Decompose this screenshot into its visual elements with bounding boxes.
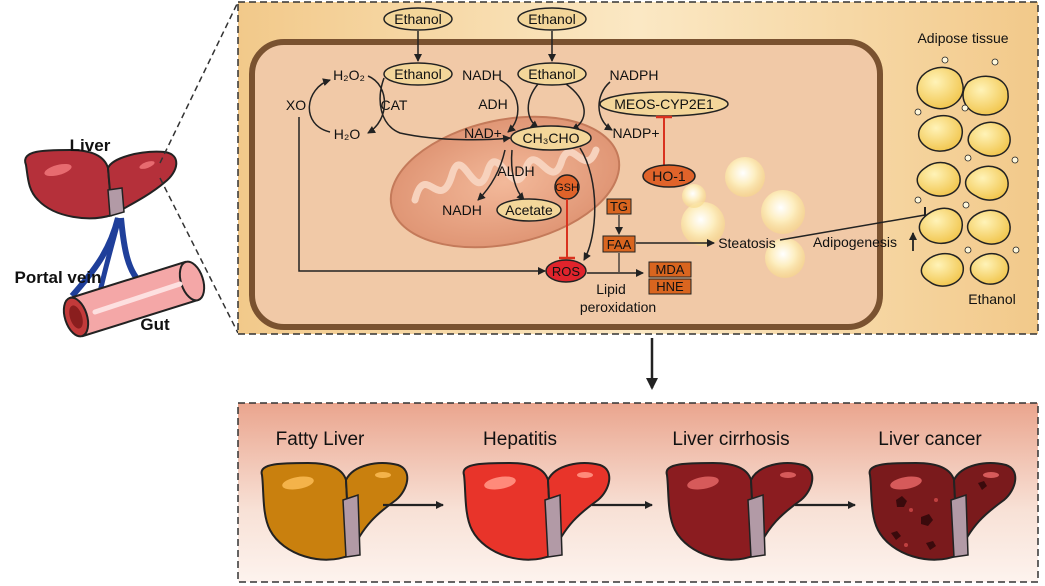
ethanol-cell-1-label: Ethanol [394,66,441,82]
gsh-label: GSH [555,182,579,194]
h2o-label: H₂O [334,126,361,142]
acetate-label: Acetate [505,202,553,218]
arrow-nadh-nad [499,79,519,133]
stage-cancer-label: Liver cancer [878,429,982,450]
steatosis-label: Steatosis [718,235,776,251]
cancer-liver-icon [868,461,1017,561]
progression-panel: Fatty Liver Hepatitis Liver cirrhosis Li… [237,402,1039,583]
arrow-adh-acetaldehyde [527,83,539,129]
arrow-aldh-nadh [477,149,506,201]
acetaldehyde-node [510,125,592,151]
gut-icon [62,260,206,338]
xo-label: XO [286,97,306,113]
cell-panel: Ethanol Ethanol Ethanol Ethanol H₂O₂ H₂O… [237,1,1039,335]
liver-label: Liver [70,136,111,155]
adipose-tissue-icon [914,56,1020,287]
aldh-label: ALDH [497,163,534,179]
stage-hepatitis-label: Hepatitis [483,429,557,450]
fatty-liver-icon [260,461,409,561]
arrow-nadph-nadp [598,81,613,131]
ho1-node [642,164,696,188]
adipogenesis-label: Adipogenesis [813,234,897,250]
meos-cyp2e1-label: MEOS-CYP2E1 [614,96,714,112]
fat-droplet [761,190,805,234]
ethanol-cell-1 [383,62,453,86]
ethanol-input-2-label: Ethanol [528,11,575,27]
stage-cirrhosis-label: Liver cirrhosis [672,429,789,450]
acetate-node [496,198,562,222]
ethanol-cell-2 [517,62,587,86]
arrow-aldh-acetate [510,149,525,201]
mda-label: MDA [656,262,685,277]
acetaldehyde-label: CH₃CHO [522,130,579,146]
nadph-label: NADPH [609,67,658,83]
liver-icon [24,148,178,220]
ethanol-adipose-label: Ethanol [968,291,1015,307]
cat-label: CAT [381,97,408,113]
arrow-xo-cycle [308,78,331,133]
nadh-top-label: NADH [462,67,502,83]
ho1-label: HO-1 [652,168,686,184]
arrow-meos-acetaldehyde [565,83,585,131]
cirrhosis-liver-icon [665,461,814,561]
tg-label: TG [610,199,628,214]
fat-droplet [681,202,725,246]
zoom-line-top [159,1,239,164]
faa-label: FAA [607,237,632,252]
fat-droplet [725,157,765,197]
lipid-peroxidation-label-line1: Lipid [596,281,626,297]
ethanol-cell-2-label: Ethanol [528,66,575,82]
arrow-xo-ros [298,117,546,275]
nadp-plus-label: NADP+ [612,125,659,141]
ethanol-input-1 [383,7,453,31]
stage-fatty-liver-label: Fatty Liver [276,429,365,450]
lipid-peroxidation-label-line2: peroxidation [580,299,656,315]
left-anatomy: Liver Portal vein Gut [15,1,239,338]
arrow-ethanol-cat-to-acetaldehyde [379,77,511,143]
tg-box [606,198,632,215]
gut-label: Gut [140,315,170,334]
portal-vein-label: Portal vein [15,268,102,287]
ros-label: ROS [552,264,581,279]
zoom-line-bottom [159,177,239,334]
nad-plus-label: NAD+ [464,125,502,141]
h2o2-label: H₂O₂ [333,67,365,83]
nadh-bottom-label: NADH [442,202,482,218]
fat-droplet [765,238,805,278]
arrow-cat-cycle [367,75,386,134]
fat-droplet [682,184,706,208]
adh-label: ADH [478,96,508,112]
hne-box [648,278,692,295]
portal-vein-branch-2 [118,217,143,285]
portal-vein-branch-3 [97,217,122,293]
hne-label: HNE [656,279,684,294]
ethanol-input-1-label: Ethanol [394,11,441,27]
mda-box [648,261,692,278]
faa-box [602,235,636,253]
hepatitis-liver-icon [462,461,611,561]
ros-node [545,259,587,283]
adipose-inhibition-line [779,214,926,241]
ethanol-input-2 [517,7,587,31]
arrow-acetaldehyde-ros [579,147,596,261]
adipose-tissue-label: Adipose tissue [917,30,1008,46]
